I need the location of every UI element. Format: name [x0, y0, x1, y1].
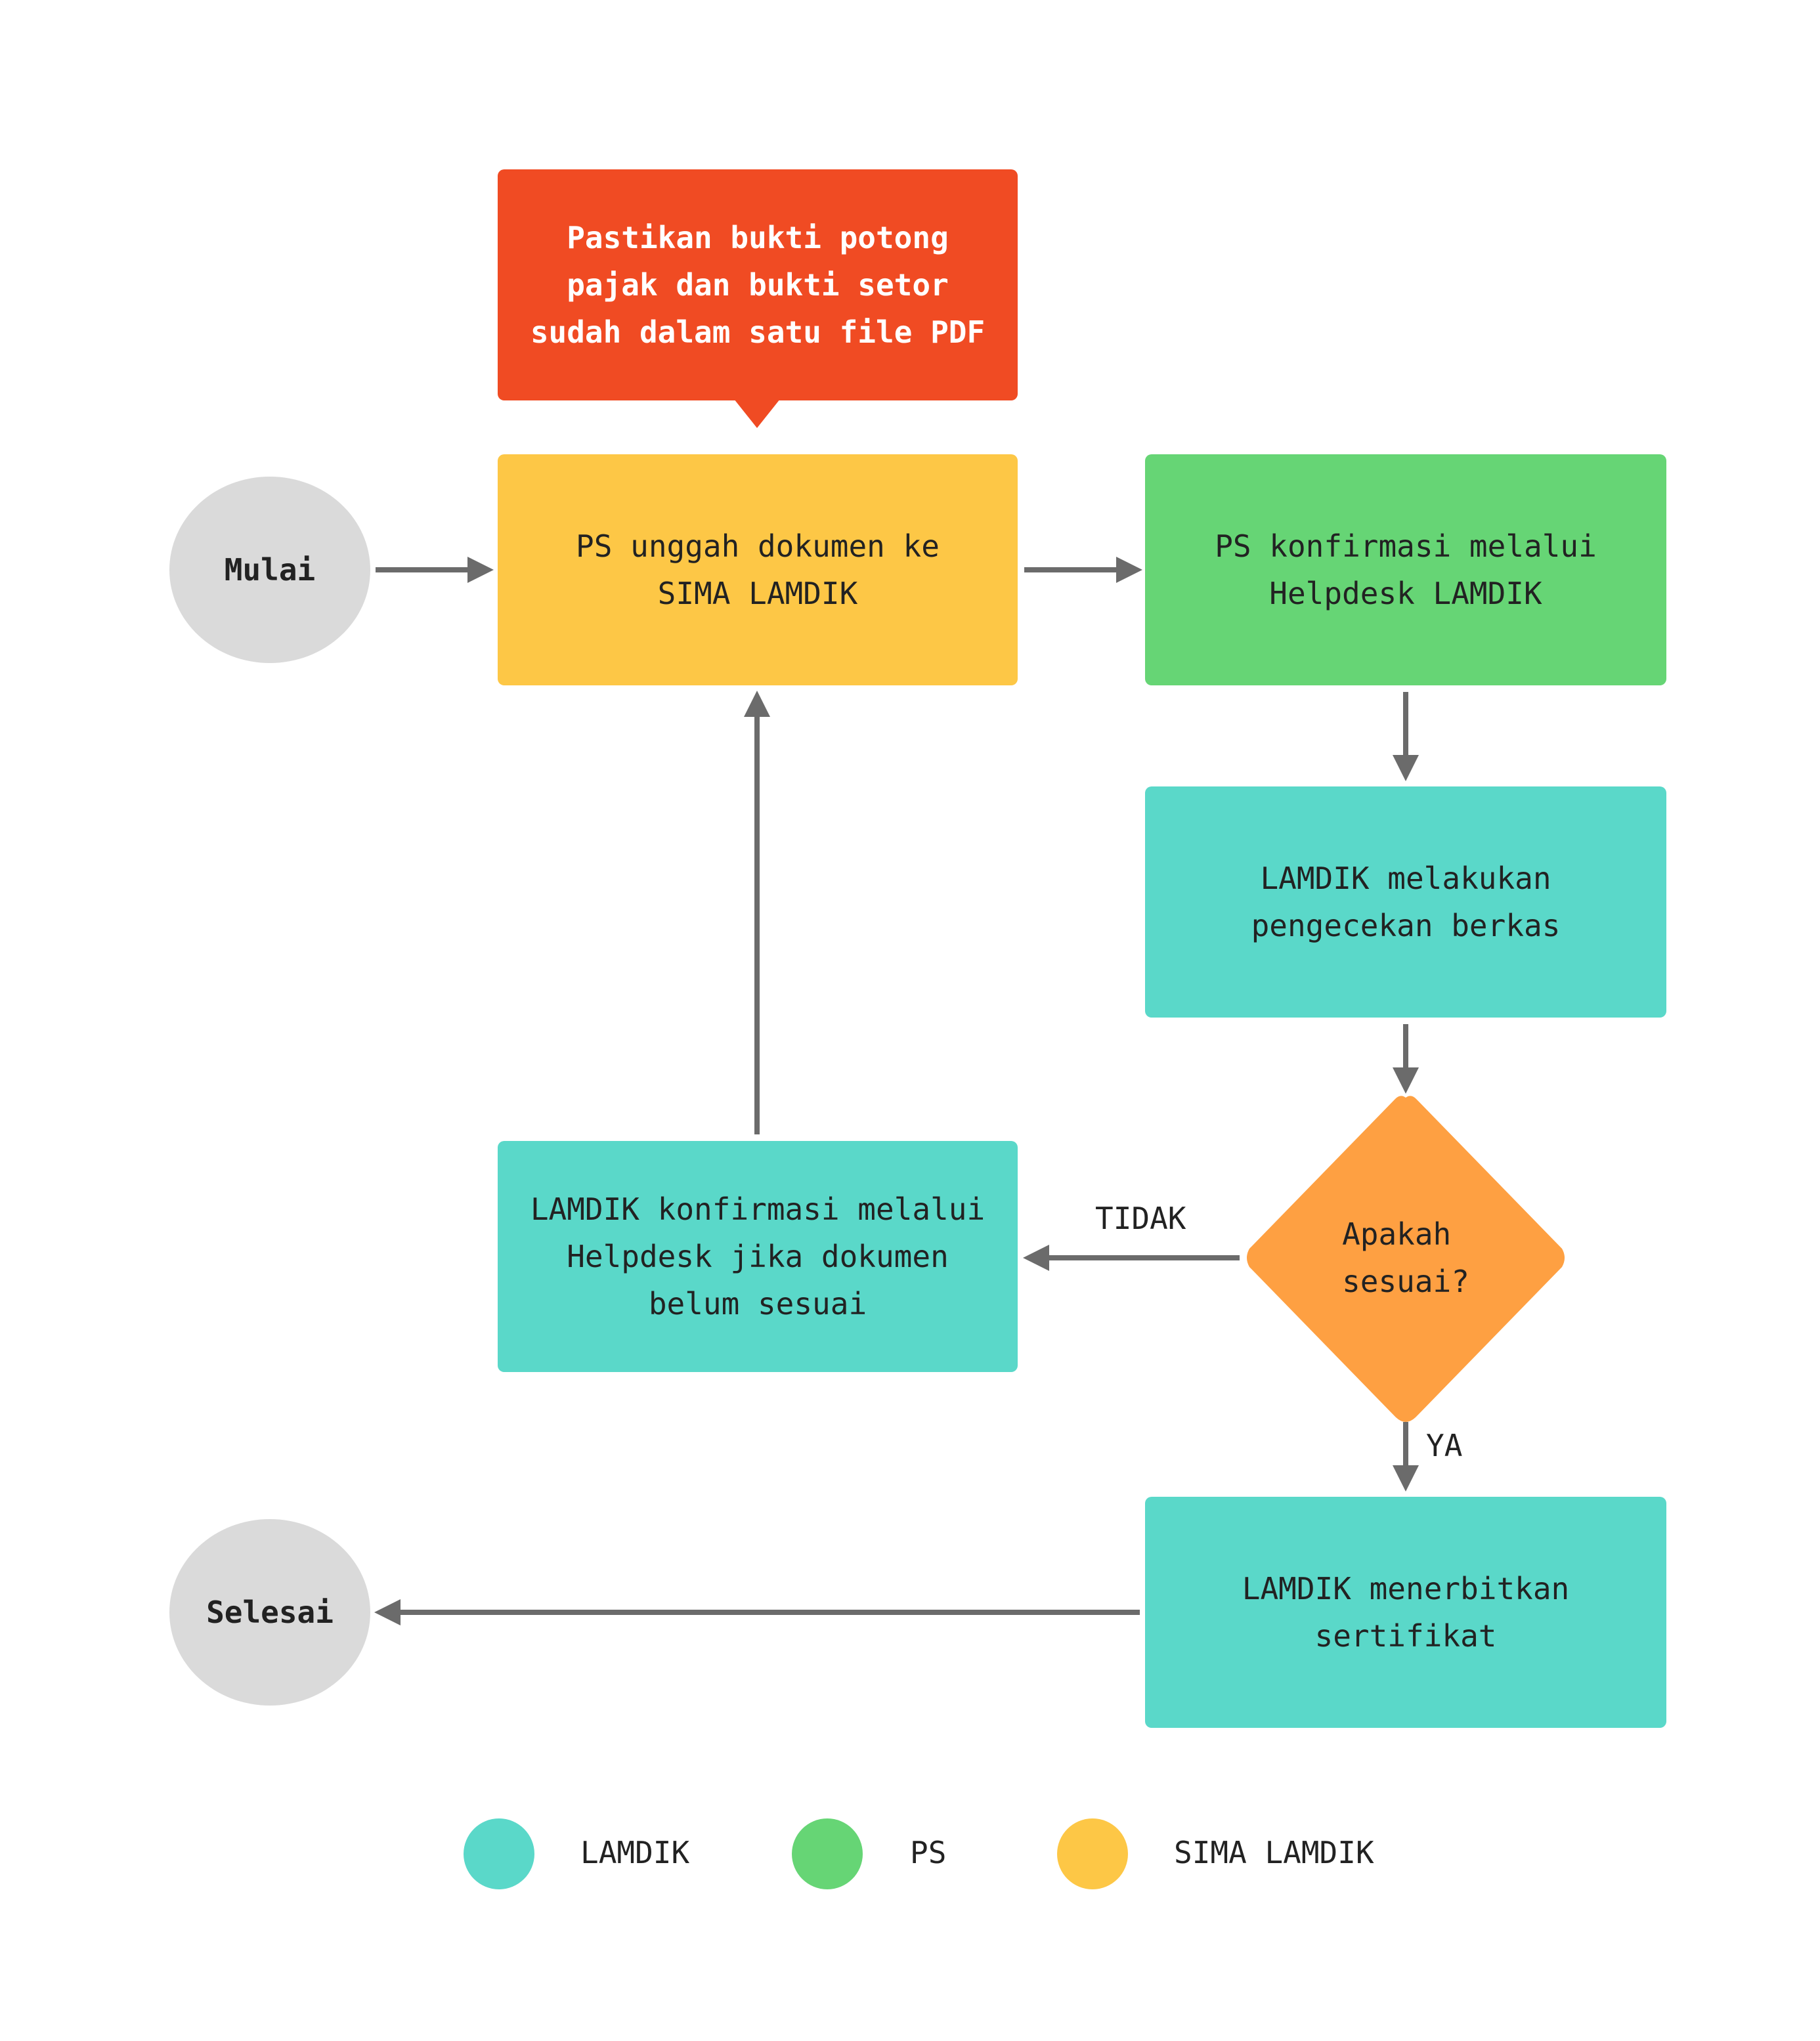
arrowhead-check-to-decision	[1393, 1067, 1419, 1094]
check-step: LAMDIK melakukan pengecekan berkas	[1145, 786, 1666, 1018]
legend-swatch-sima	[1057, 1818, 1128, 1889]
arrowhead-start-to-upload	[467, 557, 494, 583]
legend-swatch-lamdik	[464, 1818, 534, 1889]
decision-label-wrap: Apakah sesuai?	[1242, 1094, 1570, 1422]
certificate-step-text: LAMDIK menerbitkan sertifikat	[1242, 1571, 1570, 1654]
upload-step-text: PS unggah dokumen ke SIMA LAMDIK	[576, 528, 940, 611]
legend-label-ps: PS	[910, 1835, 947, 1870]
legend-label-sima: SIMA LAMDIK	[1174, 1835, 1374, 1870]
upload-step: PS unggah dokumen ke SIMA LAMDIK	[498, 454, 1018, 685]
legend-swatch-ps	[792, 1818, 863, 1889]
note-pointer	[734, 399, 780, 428]
arrowhead-decision-to-certificate	[1393, 1465, 1419, 1492]
confirm-ps-step-text: PS konfirmasi melalui Helpdesk LAMDIK	[1215, 528, 1597, 611]
check-step-text: LAMDIK melakukan pengecekan berkas	[1251, 861, 1561, 943]
arrowhead-confirm-lamdik-to-upload	[744, 691, 770, 717]
arrowhead-certificate-to-end	[374, 1599, 401, 1625]
start-terminal: Mulai	[169, 477, 370, 663]
arrowhead-upload-to-confirm-ps	[1116, 557, 1142, 583]
note-callout: Pastikan bukti potong pajak dan bukti se…	[498, 169, 1018, 400]
edge-label-no: TIDAK	[1095, 1201, 1186, 1236]
arrowhead-decision-to-confirm-lamdik	[1023, 1245, 1049, 1271]
edge-label-yes: YA	[1426, 1428, 1463, 1463]
end-label: Selesai	[206, 1595, 334, 1630]
decision-diamond	[1247, 1096, 1565, 1422]
start-label: Mulai	[224, 552, 316, 588]
decision-text: Apakah sesuai?	[1342, 1216, 1469, 1299]
note-text: Pastikan bukti potong pajak dan bukti se…	[530, 220, 986, 350]
arrowhead-confirm-ps-to-check	[1393, 755, 1419, 781]
end-terminal: Selesai	[169, 1519, 370, 1706]
certificate-step: LAMDIK menerbitkan sertifikat	[1145, 1497, 1666, 1728]
confirm-lamdik-step: LAMDIK konfirmasi melalui Helpdesk jika …	[498, 1141, 1018, 1372]
confirm-ps-step: PS konfirmasi melalui Helpdesk LAMDIK	[1145, 454, 1666, 685]
legend-label-lamdik: LAMDIK	[580, 1835, 690, 1870]
confirm-lamdik-step-text: LAMDIK konfirmasi melalui Helpdesk jika …	[530, 1192, 986, 1321]
